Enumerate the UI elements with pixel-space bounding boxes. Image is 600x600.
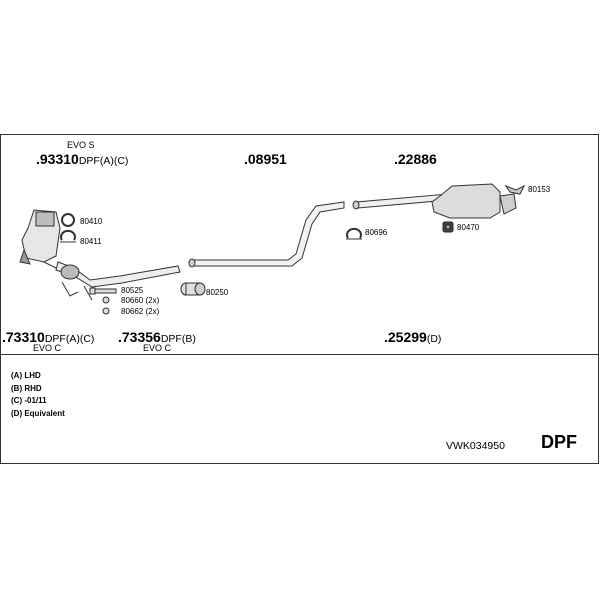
part-73356-sub: EVO C: [143, 343, 172, 353]
part-80525[interactable]: 80525: [121, 286, 144, 295]
diagram-frame: [0, 134, 599, 464]
part-25299-number: .25299: [384, 329, 427, 345]
part-80153[interactable]: 80153: [528, 185, 551, 194]
part-25299-suffix: (D): [426, 333, 442, 345]
part-73310-suffix: DPF(A)(C): [44, 333, 95, 345]
bolt-icon: [89, 287, 117, 295]
part-73310-number: .73310: [2, 329, 45, 345]
rear-silencer-icon: [352, 183, 517, 219]
nut-icon: [102, 296, 110, 304]
bracket-icon: [504, 184, 526, 195]
part-80660[interactable]: 80660 (2x): [121, 296, 160, 305]
diagram-divider: [0, 354, 599, 355]
washer-icon: [102, 307, 110, 315]
part-80662[interactable]: 80662 (2x): [121, 307, 160, 316]
front-pipe-icon: [55, 261, 181, 301]
kit-type: DPF: [541, 432, 577, 452]
part-80470[interactable]: 80470: [457, 223, 480, 232]
legend-item-a: (A) LHD: [11, 371, 41, 380]
legend-item-d: (D) Equivalent: [11, 408, 65, 418]
rubber-mount-icon: [442, 221, 454, 233]
evo-s-label: EVO S: [67, 140, 95, 150]
part-73310[interactable]: .73310DPF(A)(C): [2, 329, 94, 345]
part-93310[interactable]: .93310DPF(A)(C): [36, 151, 128, 167]
part-93310-number: .93310: [36, 151, 79, 167]
legend-item-c: (C) -01/11: [11, 396, 47, 405]
clamp-sleeve-icon: [180, 282, 206, 296]
part-22886[interactable]: .22886: [394, 151, 437, 167]
hanger-icon: [346, 227, 362, 240]
part-25299[interactable]: .25299(D): [384, 329, 441, 345]
part-80250[interactable]: 80250: [206, 288, 229, 297]
part-80696[interactable]: 80696: [365, 228, 388, 237]
gasket-ring-icon: [61, 213, 75, 227]
part-80410[interactable]: 80410: [80, 217, 103, 226]
legend-item-b: (B) RHD: [11, 383, 42, 393]
legend: (A) LHD (B) RHD (C) -01/11 (D) Equivalen…: [11, 370, 65, 420]
part-73310-sub: EVO C: [33, 343, 62, 353]
part-80411[interactable]: 80411: [80, 237, 102, 246]
part-73356-suffix: DPF(B): [160, 333, 196, 345]
kit-code: VWK034950: [446, 440, 505, 452]
part-08951-number: .08951: [244, 151, 287, 167]
clamp-icon: [60, 229, 76, 243]
part-93310-suffix: DPF(A)(C): [78, 155, 129, 167]
middle-pipe-icon: [188, 201, 345, 268]
part-73356-number: .73356: [118, 329, 161, 345]
part-08951[interactable]: .08951: [244, 151, 287, 167]
part-73356[interactable]: .73356DPF(B): [118, 329, 196, 345]
part-22886-number: .22886: [394, 151, 437, 167]
